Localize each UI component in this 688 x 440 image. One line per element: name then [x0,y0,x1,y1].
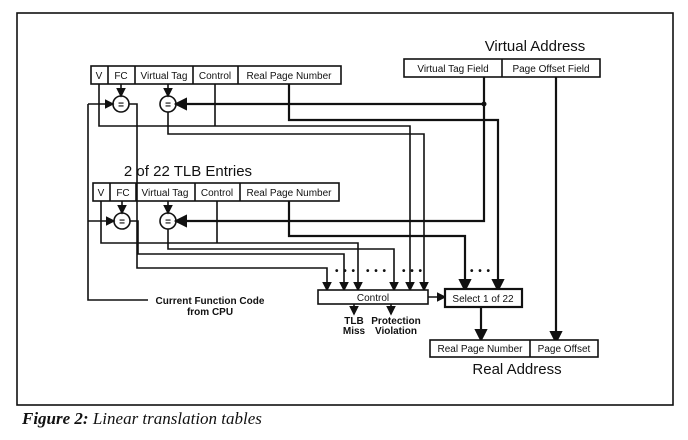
real-address-register: Real Page Number Page Offset [429,339,599,358]
comparator-symbol: = [118,100,124,111]
virtual-address-title: Virtual Address [485,38,586,55]
ellipsis: • • • [366,266,387,277]
tlb-entries-label: 2 of 22 TLB Entries [124,163,252,180]
caption-label: Figure 2: [22,409,89,428]
protection-violation-label: Protection [371,316,420,327]
protection-violation-label-2: Violation [375,326,417,337]
select-box: Select 1 of 22 [443,287,524,309]
figure-caption: Figure 2: Linear translation tables [22,409,262,429]
virtual-tag-field: Virtual Tag Field [417,64,488,75]
function-code-bus [87,104,148,301]
entry-field-real-page-number: Real Page Number [246,188,332,199]
tlb-entry-top: V FC Virtual Tag Control Real Page Numbe… [90,65,342,85]
control-box: Control [317,289,429,305]
ellipsis: • • • [402,266,423,277]
caption-text: Linear translation tables [92,409,262,428]
ellipsis: • • • [470,266,491,277]
function-code-label: Current Function Code [156,296,265,307]
page-offset-field-real: Page Offset [538,344,591,355]
entry-field-virtual-tag: Virtual Tag [142,188,189,199]
comparator-symbol: = [119,217,125,228]
virtual-address-register: Virtual Tag Field Page Offset Field [403,58,601,78]
real-page-number-field: Real Page Number [437,344,523,355]
tlb-miss-label: TLB [344,316,363,327]
page-offset-field: Page Offset Field [512,64,589,75]
entry-field-control: Control [201,188,233,199]
real-address-title: Real Address [472,361,561,378]
entry-field-real-page-number: Real Page Number [246,71,332,82]
figure-frame [16,12,674,406]
comparator-symbol: = [165,217,171,228]
function-code-label-2: from CPU [187,307,233,318]
entry-field-v: V [98,188,105,199]
entry-field-v: V [96,71,103,82]
ellipsis: • • • [335,266,356,277]
select-label: Select 1 of 22 [452,294,514,305]
entry-field-virtual-tag: Virtual Tag [141,71,188,82]
entry-field-control: Control [199,71,231,82]
control-label: Control [357,293,389,304]
comparator-symbol: = [165,100,171,111]
entry-field-fc: FC [116,188,129,199]
entry-field-fc: FC [114,71,127,82]
tlb-miss-label-2: Miss [343,326,366,337]
tlb-entry-bottom: V FC Virtual Tag Control Real Page Numbe… [92,182,340,202]
